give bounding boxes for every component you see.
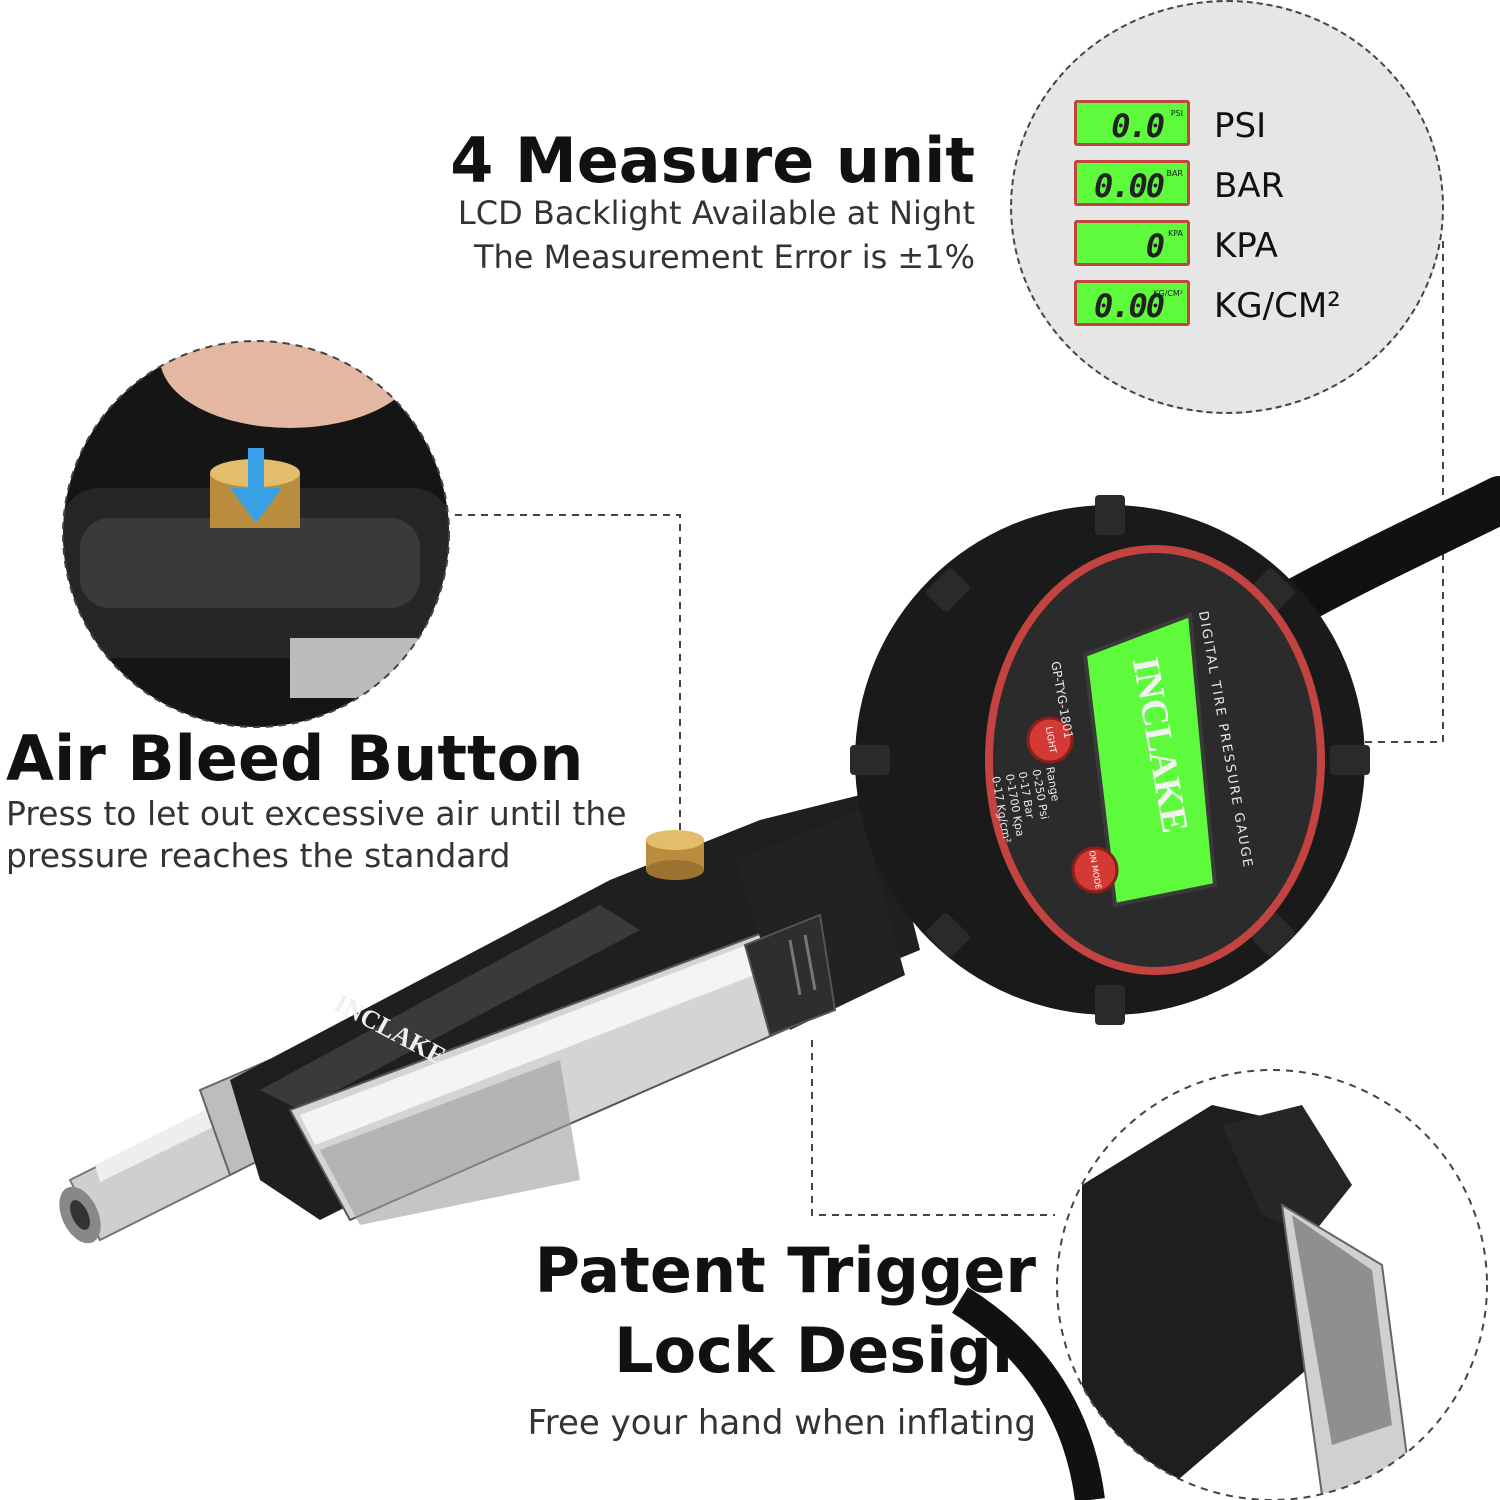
trigger-subtitle: Free your hand when inflating [527, 1403, 1036, 1443]
trigger-title-line2: Lock Design [614, 1314, 1036, 1387]
lcd-bar-unit: BAR [1166, 169, 1183, 178]
lcd-bar-value: 0.00 [1093, 167, 1165, 205]
unit-label-psi: PSI [1214, 106, 1267, 146]
trigger-title-line1: Patent Trigger [534, 1234, 1036, 1307]
lcd-psi-value: 0.0 [1111, 107, 1165, 145]
lcd-bar: 0.00 BAR [1074, 160, 1190, 206]
lcd-psi: 0.0 PSI [1074, 100, 1190, 146]
finger-image [160, 341, 420, 428]
mode-button [1071, 846, 1119, 894]
unit-label-kgcm: KG/CM² [1214, 286, 1341, 326]
lcd-kpa-unit: KPA [1167, 229, 1183, 238]
lcd-kpa: 0 KPA [1074, 220, 1190, 266]
lcd-psi-unit: PSI [1170, 109, 1183, 118]
trigger-zoom-circle [1056, 1069, 1488, 1500]
air-bleed-zoom-circle [62, 340, 450, 728]
trigger-lock [735, 810, 905, 1037]
unit-label-kpa: KPA [1214, 226, 1278, 266]
chrome-lever [288, 928, 832, 1225]
air-bleed-line1: Press to let out excessive air until the [6, 794, 627, 833]
units-zoom-circle: 0.0 PSI PSI 0.00 BAR BAR 0 KPA KPA 0.00 … [1010, 0, 1444, 414]
bleed-button [646, 830, 704, 880]
gauge-range: Range 0-250 Psi 0-17 Bar 0-1700 Kpa 0-17… [988, 766, 1067, 844]
air-bleed-line2: pressure reaches the standard [6, 836, 511, 875]
trigger-body-closeup [1082, 1105, 1312, 1485]
unit-label-bar: BAR [1214, 166, 1285, 206]
lcd-kpa-value: 0 [1145, 227, 1165, 265]
lcd-kgcm-unit: KG/CM² [1153, 289, 1183, 298]
gauge-lcd-screen [1082, 612, 1218, 908]
air-bleed-title: Air Bleed Button [6, 722, 584, 795]
light-button [1026, 716, 1074, 764]
arrow-down-icon [230, 448, 282, 523]
measure-unit-title: 4 Measure unit [450, 124, 975, 197]
measure-unit-line2: The Measurement Error is ±1% [473, 238, 975, 276]
lcd-kgcm: 0.00 KG/CM² [1074, 280, 1190, 326]
lcd-kgcm-value: 0.00 [1093, 287, 1165, 325]
measure-unit-line1: LCD Backlight Available at Night [457, 194, 975, 232]
